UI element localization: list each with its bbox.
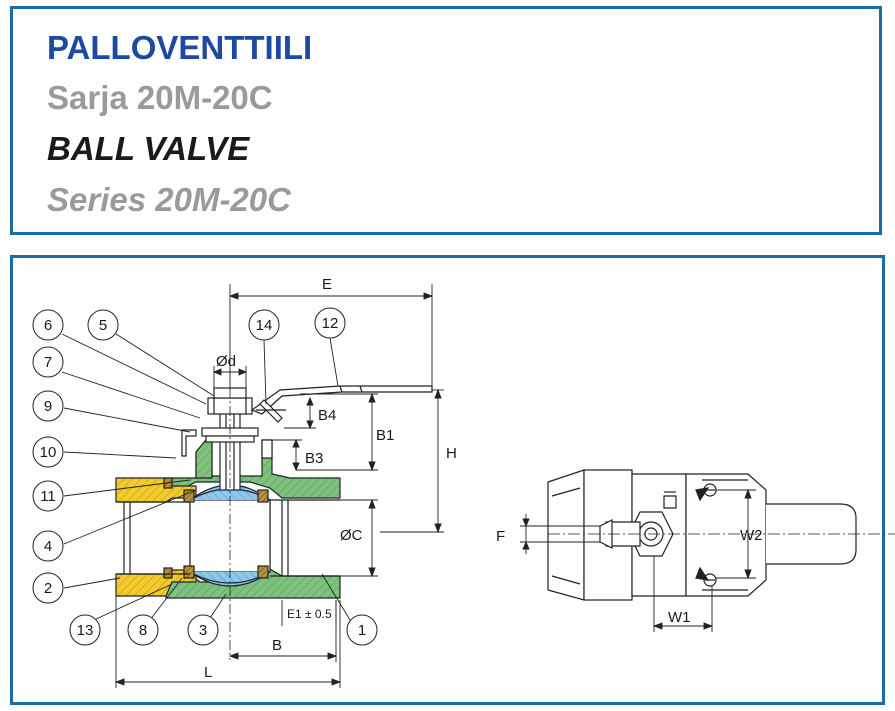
dimension-lines-left <box>114 284 444 688</box>
dim-b: B <box>272 637 282 654</box>
callout-14: 14 <box>256 317 273 334</box>
callout-10: 10 <box>40 444 57 461</box>
dim-l: L <box>204 664 212 681</box>
callout-1: 1 <box>358 622 366 639</box>
dim-b4: B4 <box>318 407 336 424</box>
valve-top-view <box>547 469 895 601</box>
callout-8: 8 <box>139 622 147 639</box>
callout-6: 6 <box>44 317 52 334</box>
dim-b1: B1 <box>376 427 394 444</box>
dim-c: ØC <box>340 527 363 544</box>
callout-leaders <box>61 333 351 621</box>
series-finnish: Sarja 20M-20C <box>47 79 273 116</box>
callout-5: 5 <box>99 317 107 334</box>
callout-2: 2 <box>44 580 52 597</box>
callout-13: 13 <box>77 622 94 639</box>
callout-7: 7 <box>44 354 52 371</box>
dim-w1: W1 <box>668 609 691 626</box>
title-english: BALL VALVE <box>47 130 250 167</box>
seat-lower-right <box>257 565 269 579</box>
dim-w2: W2 <box>740 527 763 544</box>
dim-b3: B3 <box>305 450 323 467</box>
callout-4: 4 <box>44 538 52 555</box>
dim-h: H <box>446 445 457 462</box>
callout-3: 3 <box>199 622 207 639</box>
seat-lower-left <box>183 565 195 579</box>
header-panel: PALLOVENTTIILI Sarja 20M-20C BALL VALVE … <box>10 6 882 235</box>
title-finnish: PALLOVENTTIILI <box>47 29 313 66</box>
dim-d: Ød <box>216 353 236 370</box>
callout-9: 9 <box>44 398 52 415</box>
valve-cross-section <box>115 370 433 660</box>
callout-12: 12 <box>322 315 339 332</box>
callouts <box>32 307 378 646</box>
series-english: Series 20M-20C <box>47 181 291 218</box>
dim-e: E <box>322 276 332 293</box>
dim-e1: E1 ± 0.5 <box>287 607 332 621</box>
callout-11: 11 <box>40 488 56 505</box>
dim-f: F <box>496 528 505 545</box>
seat-upper-right <box>257 489 269 503</box>
dimension-lines-right <box>520 488 756 632</box>
